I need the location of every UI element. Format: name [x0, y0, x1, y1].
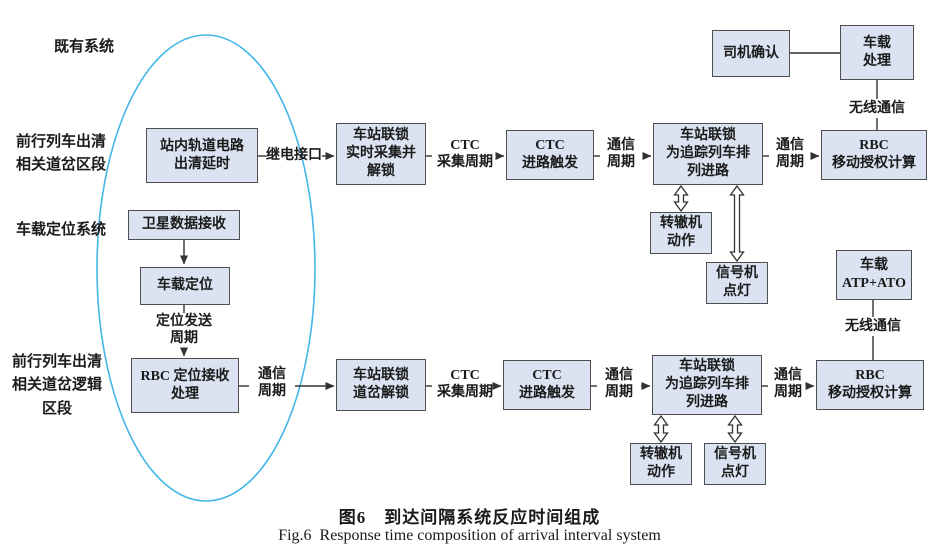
box-onboard-positioning: 车载定位 [140, 267, 230, 305]
double-arrow-signal-light-top [729, 184, 745, 263]
box-interlocking-switch-unlock: 车站联锁 道岔解锁 [336, 359, 426, 411]
positioning-scope-ellipse [96, 34, 316, 502]
side-label-clear-switch-section: 前行列车出清 相关道岔区段 [15, 134, 106, 174]
box-rbc-ma-calc-top: RBC 移动授权计算 [821, 130, 927, 180]
box-signal-light-top: 信号机 点灯 [706, 262, 768, 304]
box-rbc-positioning-receive: RBC 定位接收 处理 [131, 358, 239, 413]
edge-label-comm-cycle-bottom-1: 通信 周期 [605, 368, 633, 400]
box-onboard-atp-ato: 车载 ATP+ATO [836, 250, 912, 300]
edge-label-wireless-comm-bottom: 无线通信 [845, 319, 901, 334]
box-ctc-route-trigger-top: CTC 进路触发 [506, 130, 594, 180]
figure-caption-en: Fig.6 Response time composition of arriv… [278, 527, 661, 544]
edge-label-comm-cycle-top-1: 通信 周期 [607, 138, 635, 170]
edge-label-wireless-comm-top: 无线通信 [849, 101, 905, 116]
box-satellite-receive: 卫星数据接收 [128, 210, 240, 240]
edge-label-comm-cycle-top-2: 通信 周期 [776, 138, 804, 170]
box-signal-light-bottom: 信号机 点灯 [704, 443, 766, 485]
box-interlocking-tracking-route-top: 车站联锁 为追踪列车排 列进路 [653, 123, 763, 185]
side-label-existing-system: 既有系统 [53, 39, 114, 55]
edge-label-comm-cycle-bottom-2: 通信 周期 [774, 368, 802, 400]
connector-lines-wireless-top [788, 52, 878, 130]
box-onboard-processing: 车载 处理 [840, 25, 914, 80]
box-switch-machine-bottom: 转辙机 动作 [630, 443, 692, 485]
box-interlocking-realtime-collect: 车站联锁 实时采集并 解锁 [336, 123, 426, 185]
double-arrows [653, 184, 745, 444]
box-track-circuit-clear-delay: 站内轨道电路 出清延时 [146, 128, 258, 183]
box-rbc-ma-calc-bottom: RBC 移动授权计算 [816, 360, 924, 410]
edge-label-relay-interface: 继电接口 [266, 148, 322, 163]
edge-label-positioning-send-cycle: 定位发送 周期 [156, 314, 212, 346]
box-interlocking-tracking-route-bottom: 车站联锁 为追踪列车排 列进路 [652, 355, 762, 415]
double-arrow-switch-machine-bottom [653, 414, 669, 444]
box-ctc-route-trigger-bottom: CTC 进路触发 [503, 360, 591, 410]
box-driver-confirm: 司机确认 [712, 30, 790, 77]
figure-caption-zh: 图6 到达间隔系统反应时间组成 [338, 508, 601, 527]
double-arrow-switch-machine-top [673, 184, 689, 213]
side-label-clear-switch-logic-section: 前行列车出清 相关道岔逻辑 区段 [11, 354, 102, 417]
edge-label-ctc-collect-cycle-top: CTC 采集周期 [437, 138, 493, 170]
edge-label-ctc-collect-cycle-bottom: CTC 采集周期 [437, 368, 493, 400]
edge-label-comm-cycle-bottom-0: 通信 周期 [258, 367, 286, 399]
double-arrow-signal-light-bottom [727, 414, 743, 444]
box-switch-machine-top: 转辙机 动作 [650, 212, 712, 254]
side-label-onboard-positioning-system: 车载定位系统 [15, 222, 106, 238]
